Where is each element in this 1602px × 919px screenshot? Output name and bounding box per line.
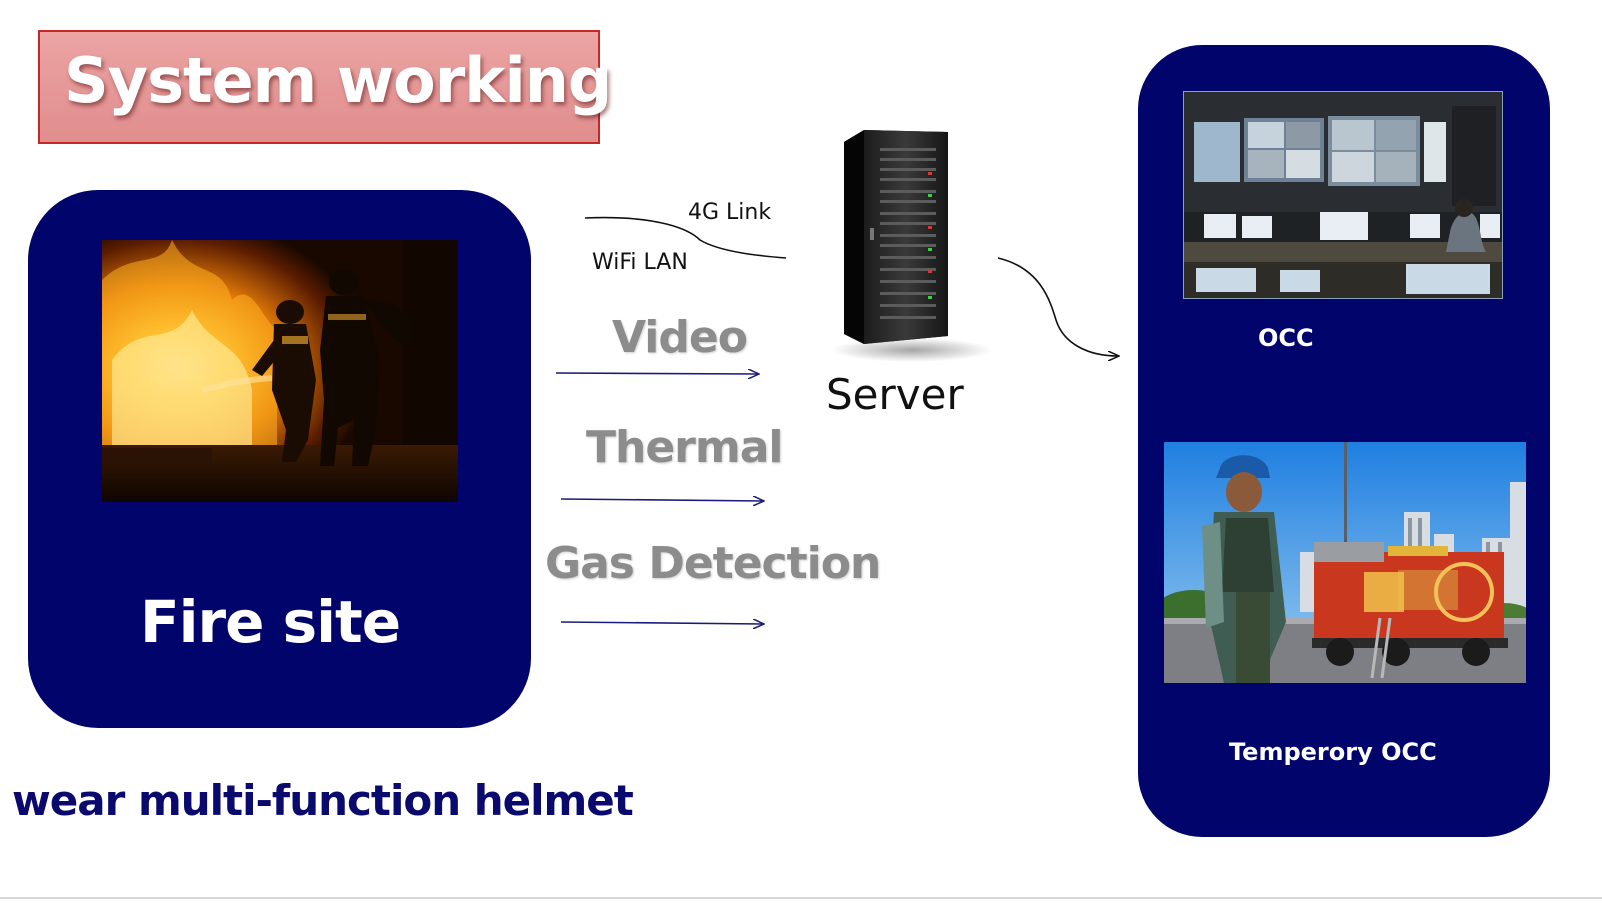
4g-link-label: 4G Link bbox=[688, 200, 772, 225]
server-icon bbox=[820, 128, 1000, 368]
helmet-caption: wear multi-function helmet bbox=[12, 776, 634, 825]
video-stream-label: Video bbox=[612, 312, 748, 363]
temporary-occ-photo bbox=[1164, 442, 1526, 683]
fire-site-photo bbox=[102, 240, 458, 502]
page-title: System working bbox=[64, 44, 612, 117]
server-to-occ-arrow bbox=[997, 257, 1118, 356]
temporary-occ-label: Temperory OCC bbox=[1229, 738, 1437, 766]
title-banner bbox=[38, 30, 600, 144]
control-room-image bbox=[1184, 92, 1502, 298]
command-vehicle-image bbox=[1164, 442, 1526, 683]
video-arrow bbox=[555, 373, 758, 374]
gas-detection-arrow bbox=[560, 622, 763, 624]
server-label: Server bbox=[826, 370, 964, 419]
occ-label: OCC bbox=[1258, 324, 1314, 352]
wifi-lan-label: WiFi LAN bbox=[592, 250, 688, 275]
thermal-stream-label: Thermal bbox=[586, 422, 783, 473]
thermal-arrow bbox=[560, 499, 763, 501]
bottom-divider bbox=[0, 897, 1602, 899]
fire-site-label: Fire site bbox=[140, 588, 401, 656]
firefighters-image bbox=[102, 240, 458, 502]
gas-detection-stream-label: Gas Detection bbox=[545, 538, 881, 589]
occ-control-room-photo bbox=[1183, 91, 1503, 299]
